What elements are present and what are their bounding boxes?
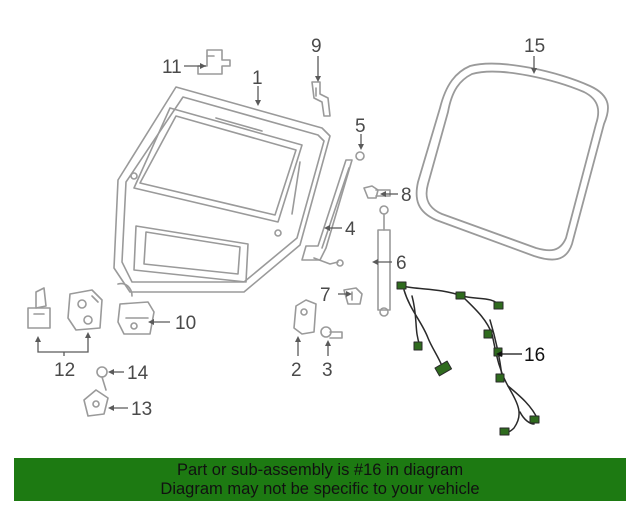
callout-14: 14 xyxy=(127,363,149,384)
callout-3: 3 xyxy=(322,360,333,381)
banner-line-2: Diagram may not be specific to your vehi… xyxy=(160,480,480,498)
callout-2: 2 xyxy=(291,360,302,381)
bracket-part-13 xyxy=(83,389,109,417)
hinge-part-9 xyxy=(311,81,331,117)
callout-13: 13 xyxy=(131,399,152,420)
callout-15: 15 xyxy=(524,36,545,57)
switch-part-7 xyxy=(343,287,363,305)
callout-6: 6 xyxy=(396,253,407,274)
latch-part-12b xyxy=(67,289,103,331)
fastener-part-3 xyxy=(320,326,343,339)
callout-8: 8 xyxy=(401,185,412,206)
callout-9: 9 xyxy=(311,36,322,57)
notice-banner: Part or sub-assembly is #16 in diagram D… xyxy=(14,458,626,501)
actuator-part-12a xyxy=(27,287,51,329)
callout-12: 12 xyxy=(54,360,75,381)
screw-part-14 xyxy=(96,366,108,391)
molding-part-4 xyxy=(301,159,353,267)
callout-11: 11 xyxy=(162,57,182,78)
stop-part-2 xyxy=(293,299,317,335)
bracket-part-11 xyxy=(197,49,231,75)
seal-part-15 xyxy=(415,62,609,261)
callout-7: 7 xyxy=(320,285,331,306)
callout-1: 1 xyxy=(252,68,263,89)
callout-4: 4 xyxy=(345,219,356,240)
bolt-part-8 xyxy=(363,185,391,199)
strut-part-6 xyxy=(377,205,391,317)
callout-16: 16 xyxy=(524,345,545,366)
clip-part-5 xyxy=(355,151,365,161)
liftgate-part-1 xyxy=(113,86,331,293)
banner-line-1: Part or sub-assembly is #16 in diagram xyxy=(176,461,464,479)
callout-5: 5 xyxy=(355,116,366,137)
latch-part-10 xyxy=(117,282,155,335)
wiring-harness-part-16 xyxy=(396,281,540,436)
callout-10: 10 xyxy=(175,313,196,334)
